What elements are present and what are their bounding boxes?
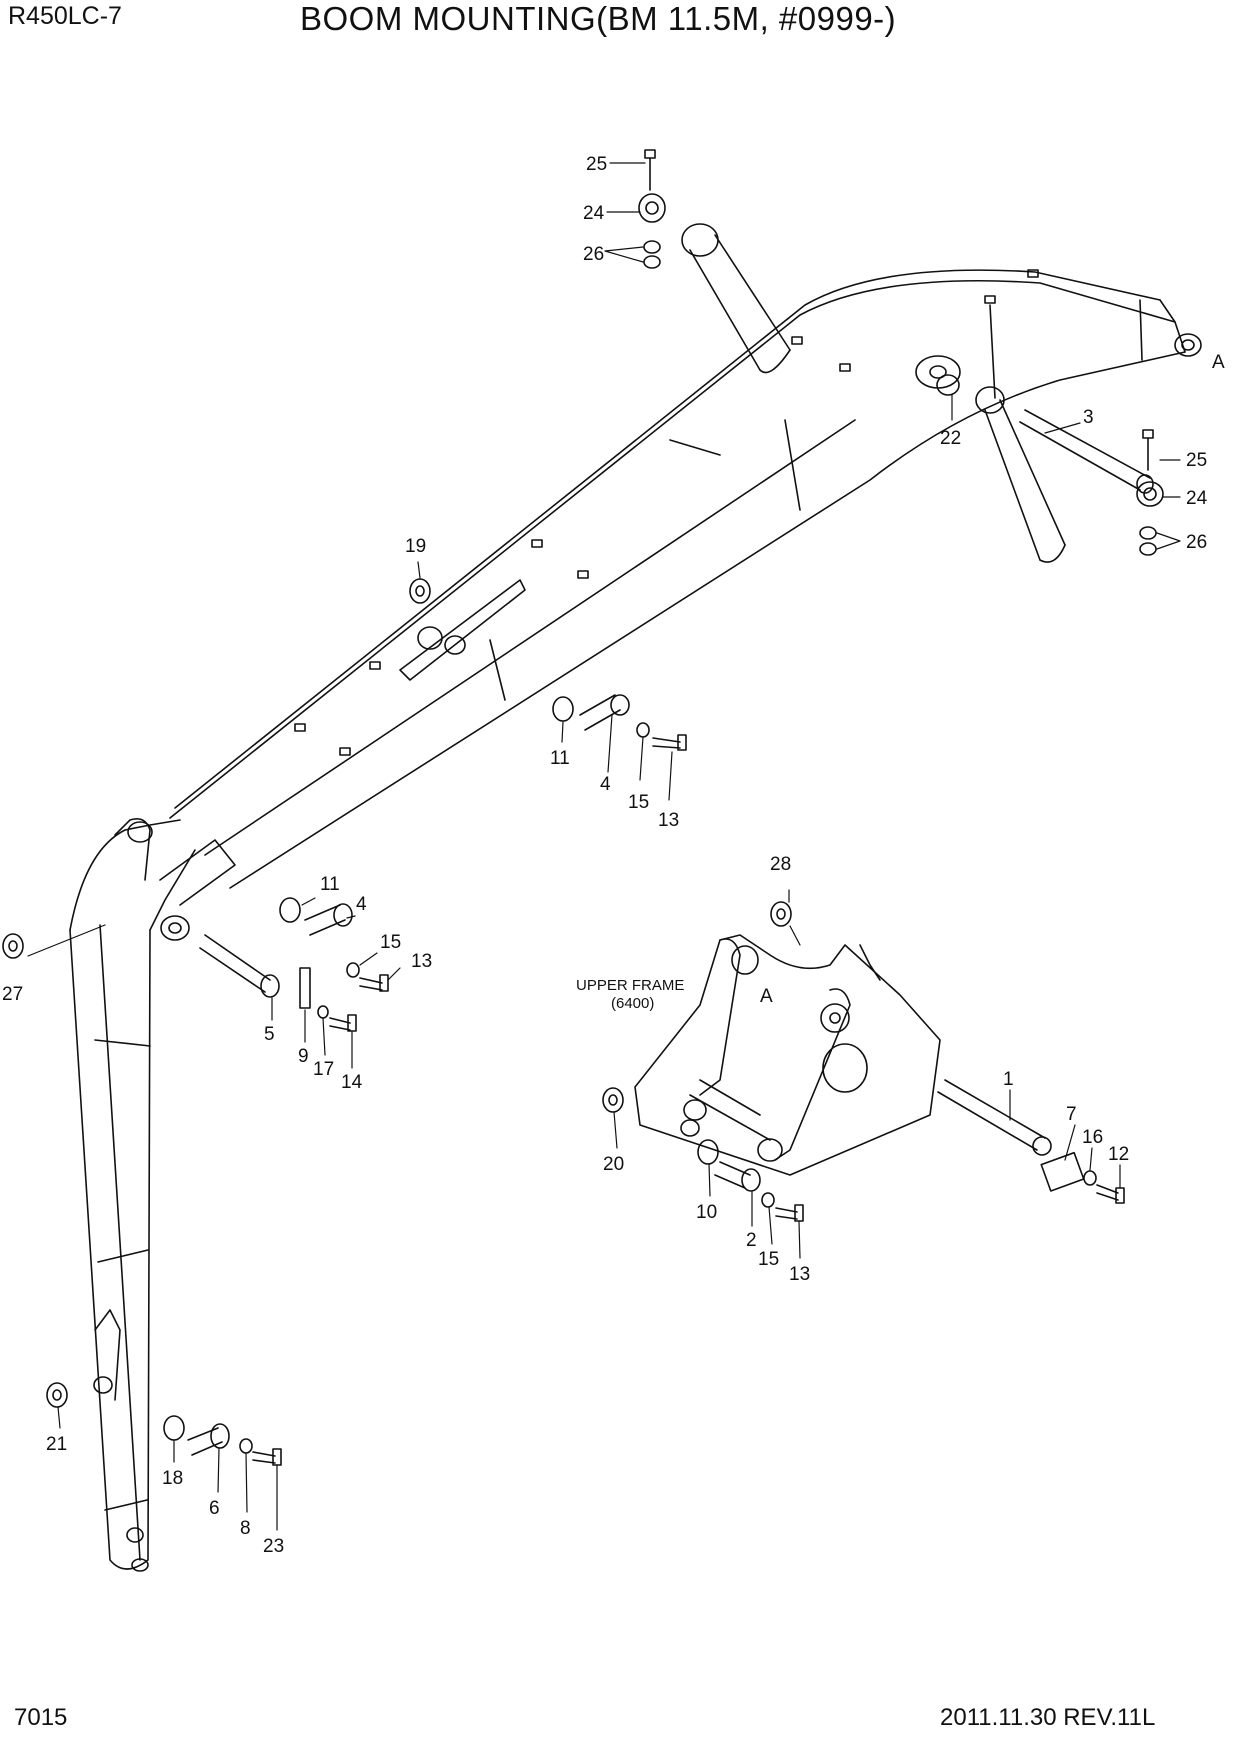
callout-label: 25 (586, 154, 607, 175)
callout-label: 13 (789, 1264, 810, 1285)
callout-label: 10 (696, 1202, 717, 1223)
callout-label: 26 (583, 244, 604, 265)
callout-label: 22 (940, 428, 961, 449)
pin-1 (937, 1079, 1085, 1192)
leader-lines (27, 162, 1181, 1531)
page-number: 7015 (14, 1704, 68, 1731)
upper-frame-label-line2: (6400) (611, 995, 654, 1012)
upper-frame-label: UPPER FRAME (6400) (576, 977, 684, 1012)
callout-label: 11 (320, 874, 340, 895)
page-title: BOOM MOUNTING(BM 11.5M, #0999-) (300, 0, 897, 37)
revision-date: 2011.11.30 REV.11L (940, 1704, 1156, 1731)
callout-label: 4 (600, 774, 611, 795)
upper-frame-label-line1: UPPER FRAME (576, 977, 684, 994)
callout-label: 25 (1186, 450, 1207, 471)
pin-3 (1019, 409, 1154, 494)
callout-label: 14 (341, 1072, 363, 1093)
callout-label: 19 (405, 536, 426, 557)
callout-label: 9 (298, 1046, 309, 1067)
callout-label: 1 (1003, 1069, 1014, 1090)
callout-label: 15 (758, 1249, 779, 1270)
callout-label: 11 (550, 748, 570, 769)
callout-label: 20 (603, 1154, 624, 1175)
callout-label: 16 (1082, 1127, 1103, 1148)
callout-label: 13 (411, 951, 432, 972)
reference-marks: A A (760, 352, 1225, 1007)
callout-label: 13 (658, 810, 679, 831)
hardware-parts (2, 149, 1164, 1466)
callout-label: 21 (46, 1434, 67, 1455)
callout-label: 23 (263, 1536, 284, 1557)
callout-label: 5 (264, 1024, 275, 1045)
callout-label: 18 (162, 1468, 183, 1489)
callout-label: 28 (770, 854, 791, 875)
callout-label: 17 (313, 1059, 334, 1080)
callout-label: 8 (240, 1518, 251, 1539)
boom-body (169, 269, 1202, 889)
callout-label: 3 (1083, 407, 1094, 428)
callout-label: 12 (1108, 1144, 1129, 1165)
callout-label: 26 (1186, 532, 1207, 553)
callout-label: 24 (1186, 488, 1208, 509)
ref-mark-a-boom: A (1212, 352, 1225, 373)
callout-label: 15 (380, 932, 401, 953)
callout-label: 27 (2, 984, 23, 1005)
boom-cylinders (681, 223, 1066, 563)
ref-mark-a-frame: A (760, 986, 773, 1007)
callout-label: 7 (1066, 1104, 1077, 1125)
callout-label: 6 (209, 1498, 220, 1519)
boom-leg (69, 817, 236, 1572)
callout-label: 15 (628, 792, 649, 813)
callout-label: 2 (746, 1230, 757, 1251)
callout-labels: 25 24 26 3 22 25 24 26 19 11 4 15 13 11 … (2, 154, 1208, 1557)
upper-frame-bracket (634, 934, 941, 1176)
callout-label: 4 (356, 894, 367, 915)
model-code: R450LC-7 (8, 2, 122, 30)
callout-label: 24 (583, 203, 605, 224)
